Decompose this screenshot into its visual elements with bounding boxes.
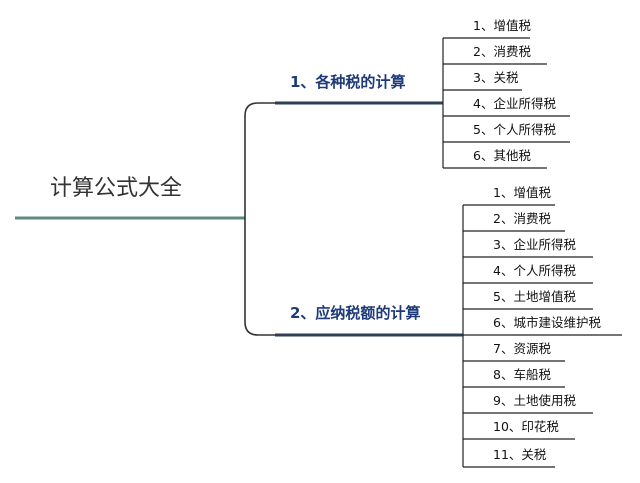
branch-2-label: 2、应纳税额的计算 [290,304,421,322]
branch-1-item: 6、其他税 [473,148,531,163]
branch-2-item: 4、个人所得税 [493,263,576,278]
root-to-branch-2-connector [244,218,275,336]
branch-2-item: 3、企业所得税 [493,237,576,252]
branch-2-item: 11、关税 [493,447,547,462]
branch-1-item: 5、个人所得税 [473,122,556,137]
root-to-branch-1-connector [244,102,275,218]
branch-2-item: 2、消费税 [493,211,551,226]
branch-2-item: 10、印花税 [493,419,559,434]
branch-1-label: 1、各种税的计算 [290,73,406,91]
branch-2-item: 1、增值税 [493,185,551,200]
branch-1-item: 4、企业所得税 [473,96,556,111]
branch-1-item: 2、消费税 [473,44,531,59]
root-title: 计算公式大全 [50,176,183,201]
branch-1-item: 3、关税 [473,70,519,85]
branch-2-item: 5、土地增值税 [493,289,576,304]
branch-1-item: 1、增值税 [473,18,531,33]
branch-2-item: 7、资源税 [493,341,551,356]
branch-2-item: 6、城市建设维护税 [493,315,601,330]
branch-2-item: 9、土地使用税 [493,393,576,408]
branch-2-item: 8、车船税 [493,367,551,382]
